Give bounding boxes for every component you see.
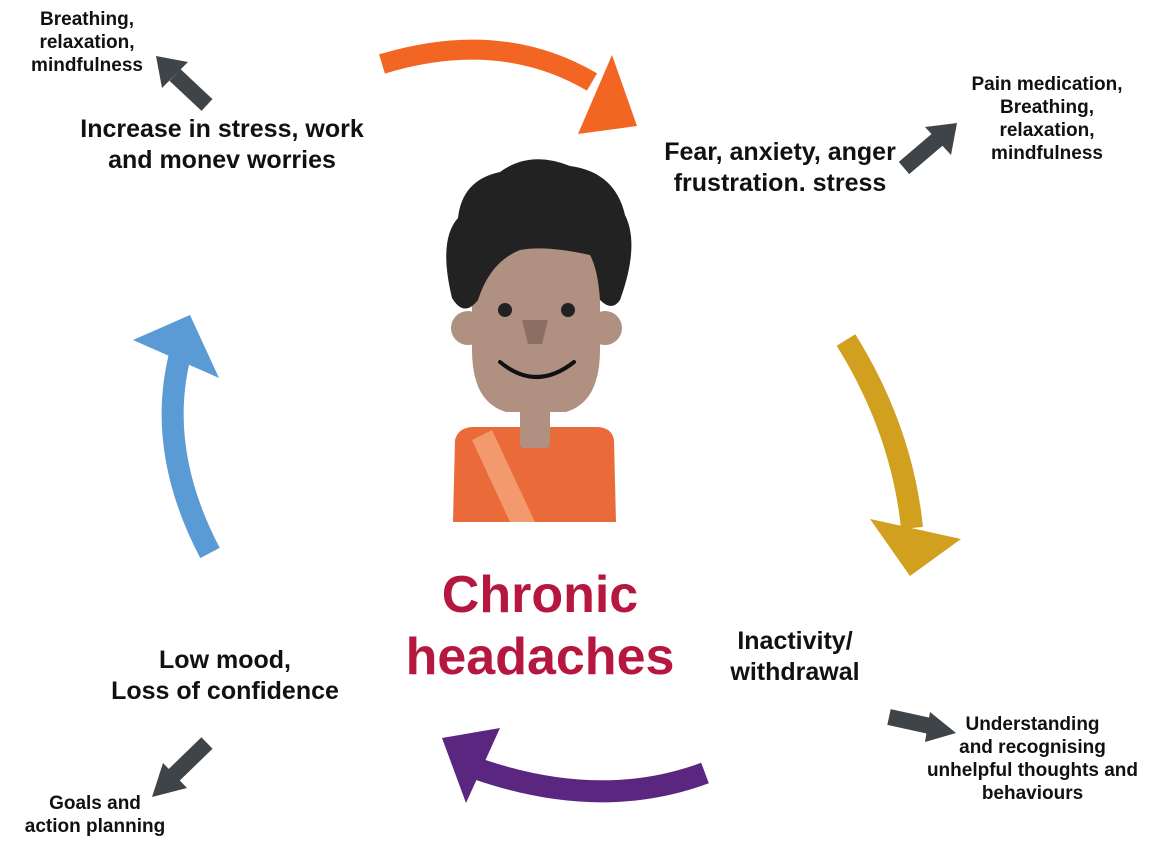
pointer-arrow-bottom-left [152,743,207,797]
stage-inactivity-line-1: Inactivity/ [715,626,875,657]
cycle-arrow-orange-head [578,55,637,134]
intervention-top-right-line-3: relaxation, [947,119,1147,142]
intervention-top-right-line-2: Breathing, [947,96,1147,119]
cycle-arrow-blue [133,315,219,553]
stage-fear-line-1: Fear, anxiety, anger [640,137,920,168]
intervention-top-right-line-4: mindfulness [947,142,1147,165]
stage-low-mood-line-1: Low mood, [90,645,360,676]
stage-low-mood: Low mood, Loss of confidence [90,645,360,707]
cycle-arrow-blue-shaft [173,355,210,553]
right-eye [561,303,575,317]
cycle-arrow-purple-shaft [475,768,705,791]
person-illustration [446,159,631,522]
stage-stress-line-2: and monev worries [62,145,382,176]
intervention-top-left-line-3: mindfulness [12,54,162,77]
intervention-bottom-right-line-1: Understanding [910,713,1155,736]
center-title: Chronic headaches [390,564,690,688]
stage-stress-line-1: Increase in stress, work [62,114,382,145]
intervention-top-left-line-2: relaxation, [12,31,162,54]
intervention-bottom-left: Goals and action planning [5,792,185,838]
center-title-line-1: Chronic [390,564,690,626]
intervention-bottom-right-line-2: and recognising [910,736,1155,759]
intervention-bottom-right-line-3: unhelpful thoughts and [910,759,1155,782]
cycle-arrow-purple [442,728,705,803]
stage-inactivity: Inactivity/ withdrawal [715,626,875,688]
pointer-arrow-top-left [156,56,207,105]
cycle-arrow-orange-shaft [382,50,592,82]
intervention-top-left: Breathing, relaxation, mindfulness [12,8,162,77]
cycle-arrow-orange [382,50,637,134]
intervention-top-right: Pain medication, Breathing, relaxation, … [947,73,1147,165]
stage-fear-anxiety: Fear, anxiety, anger frustration. stress [640,137,920,199]
stage-low-mood-line-2: Loss of confidence [90,676,360,707]
intervention-bottom-right: Understanding and recognising unhelpful … [910,713,1155,805]
cycle-arrow-gold [846,340,961,576]
intervention-top-right-line-1: Pain medication, [947,73,1147,96]
stage-inactivity-line-2: withdrawal [715,657,875,688]
cycle-arrow-gold-shaft [846,340,912,528]
intervention-top-left-line-1: Breathing, [12,8,162,31]
intervention-bottom-left-line-1: Goals and [5,792,185,815]
center-title-line-2: headaches [390,626,690,688]
stage-fear-line-2: frustration. stress [640,168,920,199]
intervention-bottom-left-line-2: action planning [5,815,185,838]
intervention-bottom-right-line-4: behaviours [910,782,1155,805]
stage-stress-work-money: Increase in stress, work and monev worri… [62,114,382,176]
left-eye [498,303,512,317]
